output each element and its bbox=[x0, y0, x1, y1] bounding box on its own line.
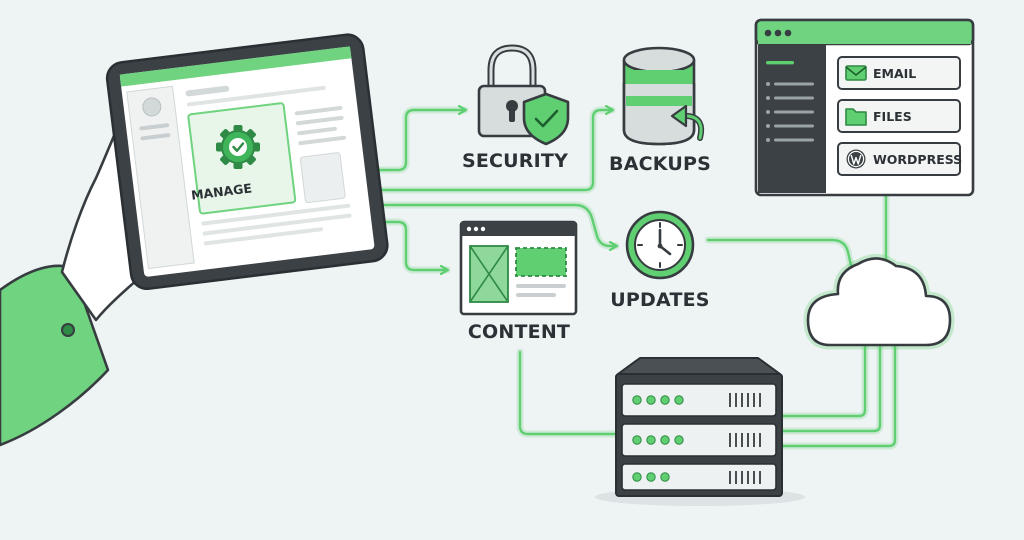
updates-label: UPDATES bbox=[610, 289, 709, 311]
hosting-control-panel: EMAIL FILES WORDPRESS bbox=[754, 18, 975, 197]
panel-item-email[interactable]: EMAIL bbox=[837, 56, 961, 90]
content-node: CONTENT bbox=[459, 220, 578, 343]
connector-to-content bbox=[352, 218, 451, 270]
manage-label: MANAGE bbox=[190, 180, 252, 202]
panel-item-email-label: EMAIL bbox=[873, 66, 916, 81]
connector-cloud-to-server bbox=[778, 341, 899, 450]
panel-sidebar bbox=[758, 45, 826, 193]
security-node: SECURITY bbox=[462, 44, 570, 172]
clock-icon bbox=[625, 210, 695, 280]
sleeve-button bbox=[61, 323, 75, 337]
database-icon bbox=[622, 46, 696, 146]
wordpress-icon bbox=[846, 149, 866, 169]
shield-check-icon bbox=[522, 92, 570, 146]
content-label: CONTENT bbox=[468, 321, 570, 343]
connector-to-backups bbox=[352, 110, 616, 194]
connector-to-updates bbox=[352, 201, 620, 246]
sleeve bbox=[0, 264, 110, 447]
updates-node: UPDATES bbox=[610, 210, 709, 311]
hand-holding-tablet: MANAGE bbox=[0, 33, 389, 447]
gear-check-icon bbox=[216, 125, 260, 169]
backups-label: BACKUPS bbox=[609, 153, 711, 175]
connector-content-to-server bbox=[516, 348, 622, 438]
folder-icon bbox=[845, 108, 867, 126]
connector-lines bbox=[352, 110, 899, 450]
panel-item-wordpress[interactable]: WORDPRESS bbox=[837, 142, 962, 176]
backups-node: BACKUPS bbox=[609, 46, 711, 175]
security-label: SECURITY bbox=[462, 150, 568, 172]
webpage-layout-icon bbox=[459, 220, 578, 316]
restore-arrow-icon bbox=[670, 104, 705, 141]
server-unit bbox=[621, 463, 777, 491]
connector-updates-to-cloud bbox=[704, 236, 856, 274]
server-unit bbox=[621, 383, 777, 417]
connector-to-security bbox=[352, 110, 469, 174]
server-rack bbox=[595, 357, 805, 506]
panel-item-files-label: FILES bbox=[873, 109, 912, 124]
panel-item-files[interactable]: FILES bbox=[837, 99, 961, 133]
server-unit bbox=[621, 423, 777, 457]
cloud-icon bbox=[803, 254, 955, 350]
envelope-icon bbox=[845, 65, 867, 81]
panel-item-wordpress-label: WORDPRESS bbox=[873, 152, 962, 167]
